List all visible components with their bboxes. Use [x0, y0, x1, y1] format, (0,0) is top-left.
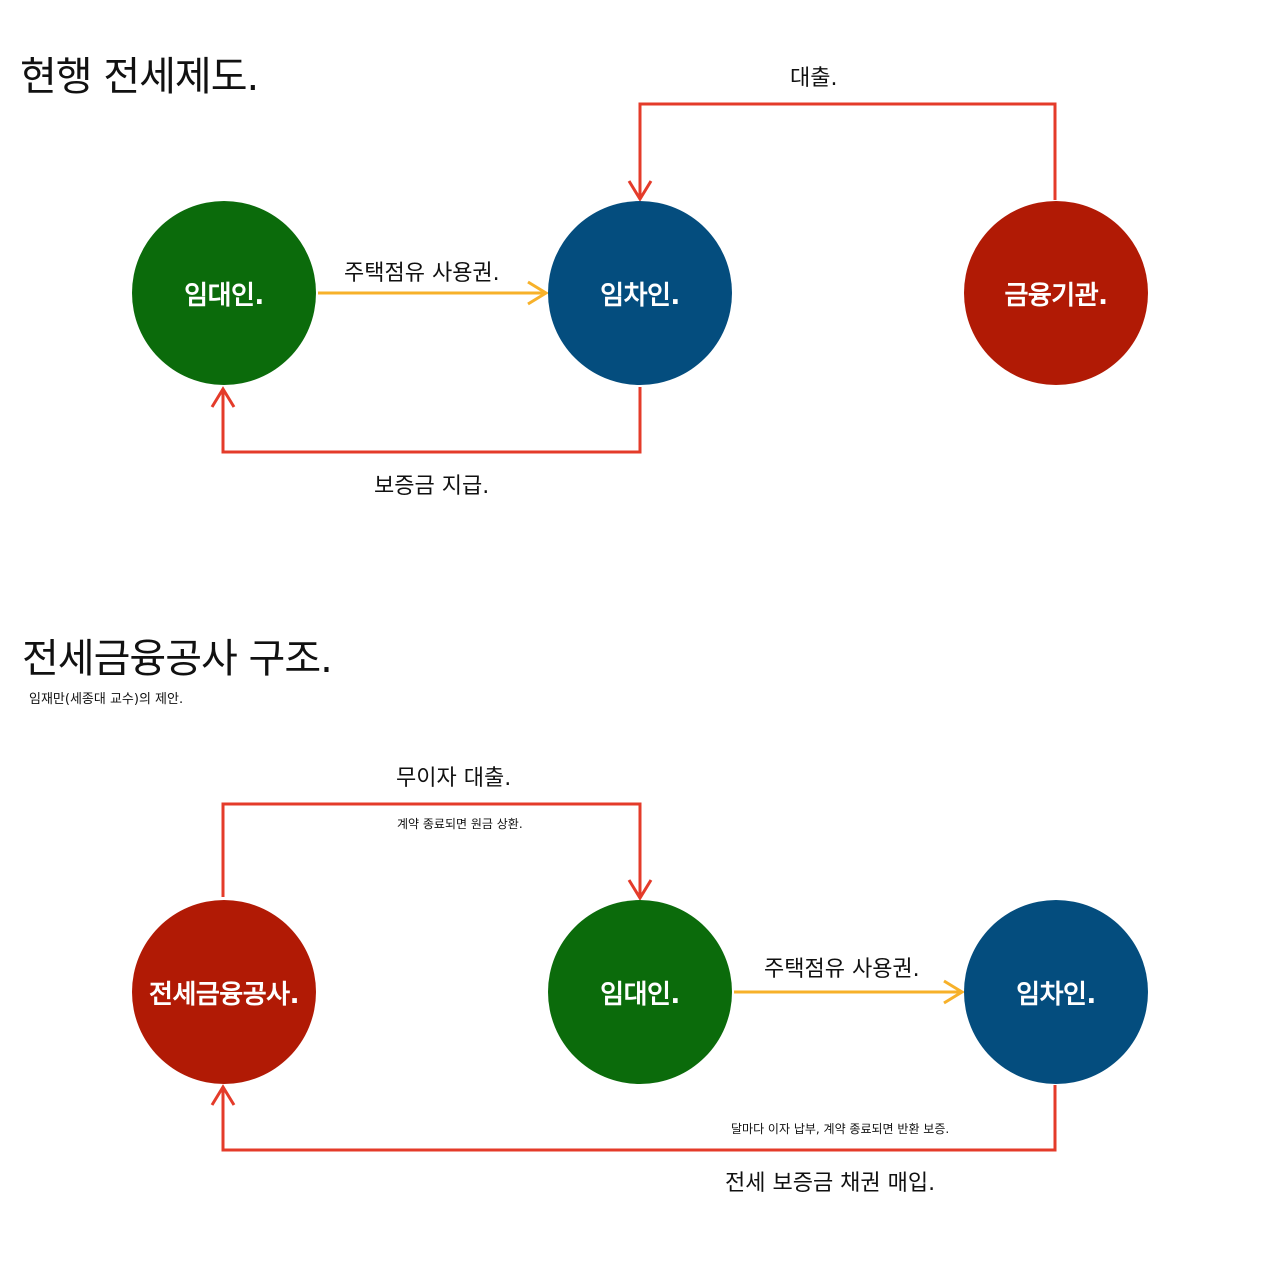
node-tenant-top: 임차인.	[548, 201, 732, 385]
current-system-title: 현행 전세제도.	[20, 54, 259, 100]
label-interest-free-loan: 무이자 대출.	[396, 766, 512, 791]
node-tenant-top-label: 임차인.	[600, 280, 680, 311]
label-occupancy-right-bottom: 주택점유 사용권.	[764, 957, 920, 982]
node-landlord-bottom: 임대인.	[548, 900, 732, 1084]
arrow-deposit-payment	[210, 386, 642, 454]
label-deposit-payment: 보증금 지급.	[374, 474, 490, 499]
node-bank: 금융기관.	[964, 201, 1148, 385]
arrow-loan	[627, 102, 1057, 202]
label-bond-purchase: 전세 보증금 채권 매입.	[725, 1171, 936, 1196]
node-tenant-bottom-label: 임차인.	[1016, 979, 1096, 1010]
label-occupancy-right-top: 주택점유 사용권.	[344, 261, 500, 286]
arrow-occupancy-right-bottom	[734, 979, 965, 1005]
node-landlord-top-label: 임대인.	[184, 280, 264, 311]
arrow-bond-purchase	[210, 1084, 1057, 1152]
node-bank-label: 금융기관.	[1004, 280, 1108, 311]
proposal-title: 전세금융공사 구조.	[22, 636, 333, 682]
node-tenant-bottom: 임차인.	[964, 900, 1148, 1084]
node-landlord-bottom-label: 임대인.	[600, 979, 680, 1010]
arrow-occupancy-right-top	[318, 280, 549, 306]
node-corporation: 전세금융공사.	[132, 900, 316, 1084]
node-landlord-top: 임대인.	[132, 201, 316, 385]
label-loan: 대출.	[790, 66, 838, 91]
note-bond-purchase: 달마다 이자 납부, 계약 종료되면 반환 보증.	[731, 1122, 950, 1136]
note-interest-free-loan: 계약 종료되면 원금 상환.	[397, 817, 523, 831]
node-corporation-label: 전세금융공사.	[149, 979, 299, 1010]
proposal-subtitle: 임재만(세종대 교수)의 제안.	[29, 692, 184, 707]
arrow-interest-free-loan	[221, 802, 653, 901]
